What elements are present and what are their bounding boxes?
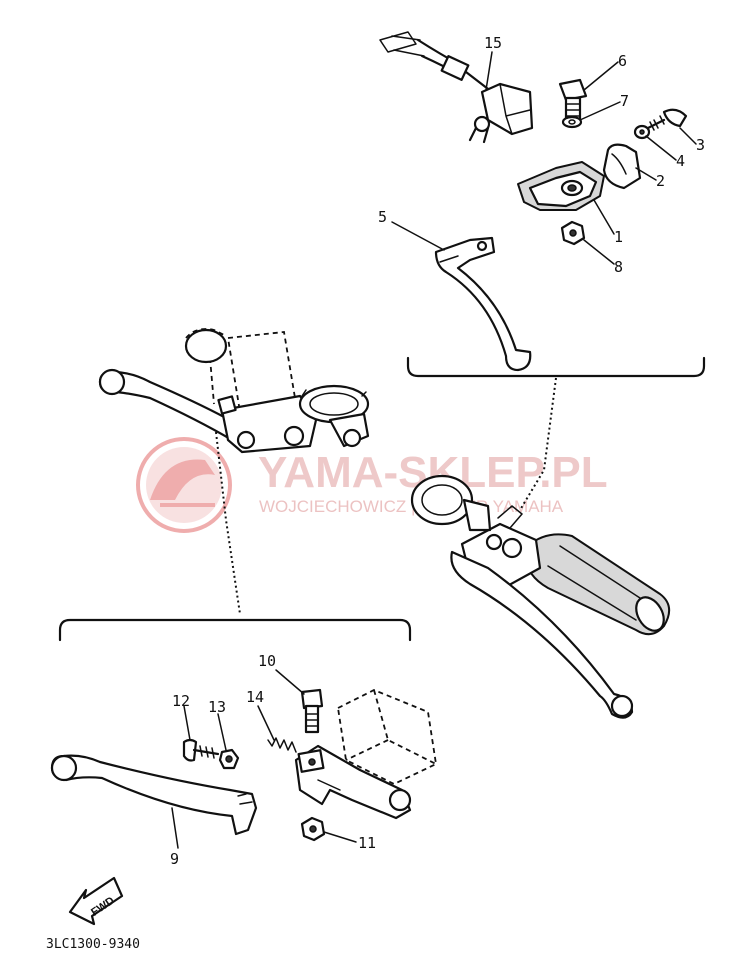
callout-5: 5 [378, 208, 387, 226]
callout-8: 8 [614, 258, 623, 276]
part-5-clutch-lever [434, 236, 532, 372]
part-15-switch-assembly [379, 31, 534, 144]
leader-lines-lower [171, 669, 357, 849]
watermark: YAMA-SKLEP.PL WOJCIECHOWICZ | DEALER YAM… [136, 437, 608, 533]
callout-2: 2 [656, 172, 665, 190]
part-1-lever-holder [517, 161, 605, 211]
callout-11: 11 [358, 834, 376, 852]
callout-14: 14 [246, 688, 264, 706]
part-14-spring [267, 737, 297, 753]
part-8-nut [560, 220, 586, 246]
part-13-nut [218, 748, 240, 770]
part-7-washer [561, 115, 583, 129]
callout-15: 15 [484, 34, 502, 52]
part-12-pivot-bolt [182, 738, 220, 762]
callout-13: 13 [208, 698, 226, 716]
callout-3: 3 [696, 136, 705, 154]
leader-lines-upper [391, 51, 697, 265]
callout-6: 6 [618, 52, 627, 70]
part-6-bolt [558, 78, 588, 122]
callout-7: 7 [620, 92, 629, 110]
part-11-nut [300, 816, 326, 842]
fwd-direction-marker: FWD [68, 876, 124, 926]
bracket-lower [58, 618, 412, 642]
brake-master-cylinder-lower [294, 689, 437, 820]
diagram-code: 3LC1300-9340 [46, 937, 140, 952]
part-9-brake-lever [50, 754, 258, 836]
callout-9: 9 [170, 850, 179, 868]
brake-master-cylinder-assembly [98, 328, 370, 454]
callout-12: 12 [172, 692, 190, 710]
callout-1: 1 [614, 228, 623, 246]
watermark-logo [136, 437, 232, 533]
part-3-screw [646, 108, 688, 131]
pointer-left [215, 431, 241, 615]
callout-10: 10 [258, 652, 276, 670]
pointer-upper [519, 377, 557, 511]
part-10-bolt [300, 688, 324, 734]
callout-4: 4 [676, 152, 685, 170]
handlebar-grip-assembly [410, 474, 671, 719]
part-2-clamp [602, 143, 642, 190]
bracket-upper [406, 356, 706, 378]
part-4-washer [633, 124, 651, 140]
